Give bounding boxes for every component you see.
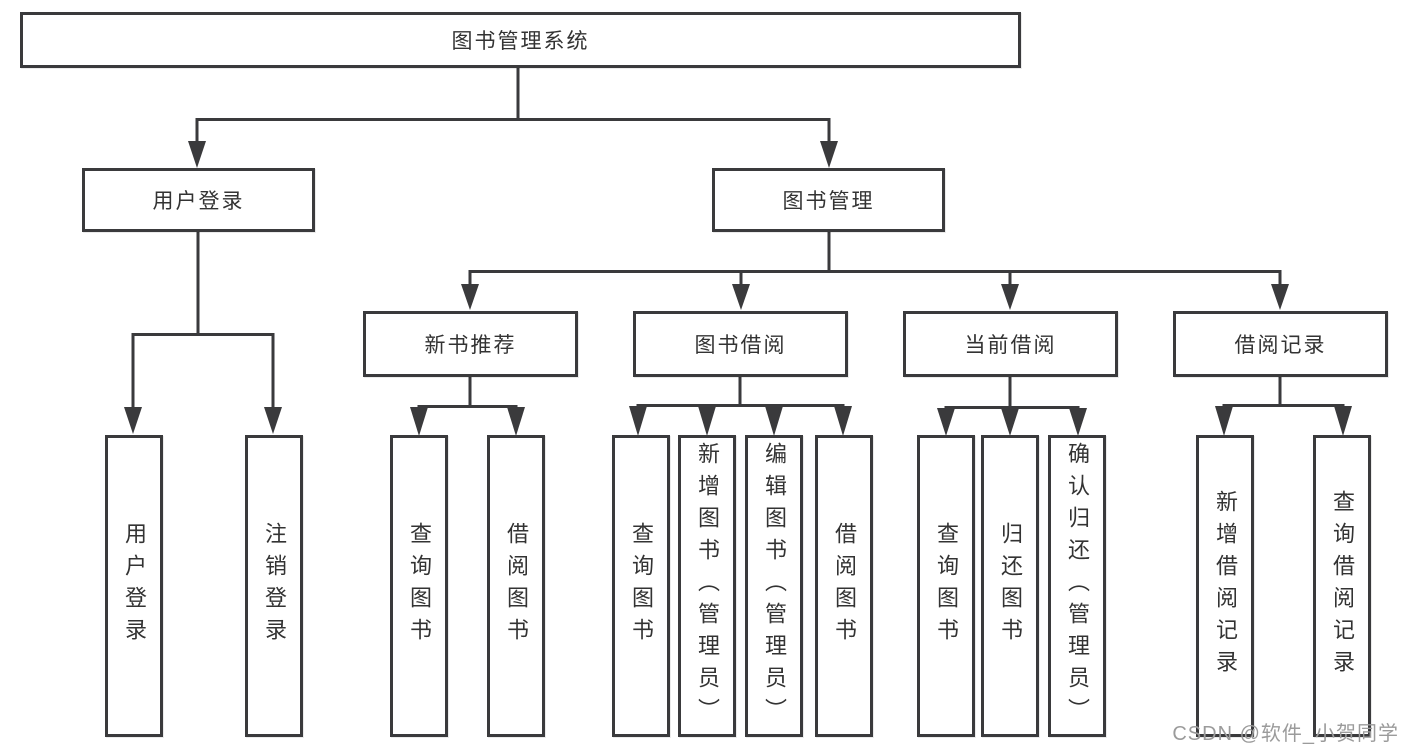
node-label: 借阅图书 <box>832 522 857 650</box>
node-borrowing-records: 借阅记录 <box>1173 311 1388 377</box>
node-label: 新增图书（管理员） <box>695 442 720 730</box>
node-library-system: 图书管理系统 <box>20 12 1021 68</box>
arrowhead <box>507 407 525 436</box>
node-label: 编辑图书（管理员） <box>762 442 787 730</box>
leaf-add-borrow-record: 新增借阅记录 <box>1196 435 1254 737</box>
node-label: 图书管理 <box>782 190 875 213</box>
node-label: 新书推荐 <box>424 334 517 357</box>
node-label: 用户登录 <box>152 190 245 213</box>
node-label: 图书管理系统 <box>451 30 590 53</box>
arrowhead <box>698 406 716 436</box>
arrowhead <box>834 406 852 436</box>
leaf-query-books-current: 查询图书 <box>917 435 975 737</box>
node-current-borrowing: 当前借阅 <box>903 311 1118 377</box>
node-label: 查询图书 <box>629 522 654 650</box>
arrowhead <box>1069 408 1087 436</box>
arrowhead <box>1334 406 1352 436</box>
arrowhead <box>188 141 206 168</box>
csdn-watermark: CSDN @软件_小贺同学 <box>1172 723 1399 745</box>
leaf-return-books: 归还图书 <box>981 435 1039 737</box>
leaf-confirm-return-admin: 确认归还（管理员） <box>1048 435 1106 737</box>
leaf-borrow-books: 借阅图书 <box>815 435 873 737</box>
arrowhead <box>1001 408 1019 436</box>
arrowhead <box>732 284 750 310</box>
node-label: 新增借阅记录 <box>1213 490 1238 682</box>
node-label: 借阅记录 <box>1234 334 1327 357</box>
leaf-query-books-recommend: 查询图书 <box>390 435 448 737</box>
node-label: 注销登录 <box>262 522 287 650</box>
leaf-borrow-books-recommend: 借阅图书 <box>487 435 545 737</box>
arrowhead <box>410 407 428 436</box>
leaf-logout: 注销登录 <box>245 435 303 737</box>
arrowhead <box>765 406 783 436</box>
node-label: 查询图书 <box>934 522 959 650</box>
leaf-edit-books-admin: 编辑图书（管理员） <box>745 435 803 737</box>
node-book-borrowing: 图书借阅 <box>633 311 848 377</box>
node-label: 确认归还（管理员） <box>1065 442 1090 730</box>
arrowhead <box>629 406 647 436</box>
node-label: 用户登录 <box>122 522 147 650</box>
arrowhead <box>1001 284 1019 310</box>
node-label: 当前借阅 <box>964 334 1057 357</box>
node-new-book-recommendation: 新书推荐 <box>363 311 578 377</box>
leaf-query-books-borrowing: 查询图书 <box>612 435 670 737</box>
node-label: 查询图书 <box>407 522 432 650</box>
arrowhead <box>461 284 479 310</box>
leaf-query-borrow-record: 查询借阅记录 <box>1313 435 1371 737</box>
arrowhead <box>264 407 282 434</box>
node-label: 借阅图书 <box>504 522 529 650</box>
leaf-user-login: 用户登录 <box>105 435 163 737</box>
arrowhead <box>937 408 955 436</box>
arrowhead <box>820 141 838 168</box>
node-label: 图书借阅 <box>694 334 787 357</box>
arrowhead <box>124 407 142 434</box>
leaf-add-books-admin: 新增图书（管理员） <box>678 435 736 737</box>
node-book-management: 图书管理 <box>712 168 945 232</box>
node-user-login: 用户登录 <box>82 168 315 232</box>
arrowhead <box>1215 406 1233 436</box>
arrowhead <box>1271 284 1289 310</box>
node-label: 查询借阅记录 <box>1330 490 1355 682</box>
node-label: 归还图书 <box>998 522 1023 650</box>
